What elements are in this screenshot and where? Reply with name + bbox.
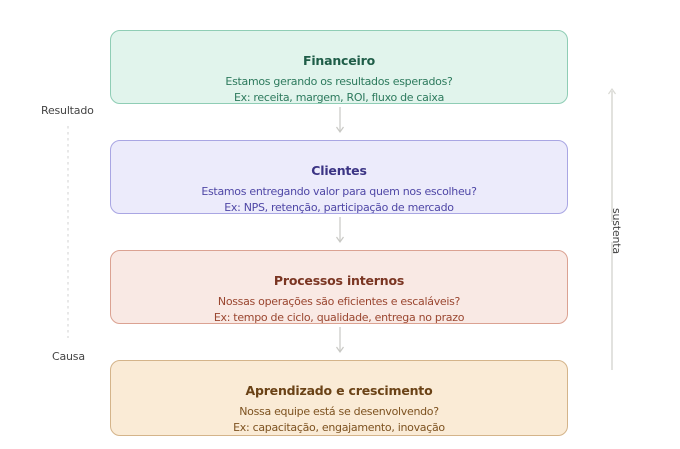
perspective-financeiro: Financeiro Estamos gerando os resultados… bbox=[110, 30, 568, 104]
perspective-processos: Processos internos Nossas operações são … bbox=[110, 250, 568, 324]
perspective-question: Estamos gerando os resultados esperados? bbox=[225, 75, 453, 88]
perspective-title: Aprendizado e crescimento bbox=[245, 383, 433, 398]
arrow-financeiro-to-clientes bbox=[336, 107, 344, 134]
perspective-title: Clientes bbox=[311, 163, 367, 178]
resultado-label: Resultado bbox=[41, 104, 94, 117]
arrow-processos-to-aprendizado bbox=[336, 327, 344, 354]
perspective-question: Estamos entregando valor para quem nos e… bbox=[201, 185, 477, 198]
perspective-examples: Ex: capacitação, engajamento, inovação bbox=[233, 421, 445, 434]
perspective-title: Processos internos bbox=[273, 273, 405, 288]
sustenta-label: sustenta bbox=[610, 208, 623, 254]
perspective-examples: Ex: NPS, retenção, participação de merca… bbox=[224, 201, 454, 214]
perspective-aprendizado: Aprendizado e crescimento Nossa equipe e… bbox=[110, 360, 568, 436]
arrow-clientes-to-processos bbox=[336, 217, 344, 244]
perspective-question: Nossas operações são eficientes e escalá… bbox=[217, 295, 461, 308]
causa-label: Causa bbox=[52, 350, 85, 363]
perspective-examples: Ex: receita, margem, ROI, fluxo de caixa bbox=[233, 91, 445, 104]
perspective-clientes: Clientes Estamos entregando valor para q… bbox=[110, 140, 568, 214]
perspective-question: Nossa equipe está se desenvolvendo? bbox=[239, 405, 439, 418]
perspective-examples: Ex: tempo de ciclo, qualidade, entrega n… bbox=[213, 311, 465, 324]
perspective-title: Financeiro bbox=[303, 53, 375, 68]
